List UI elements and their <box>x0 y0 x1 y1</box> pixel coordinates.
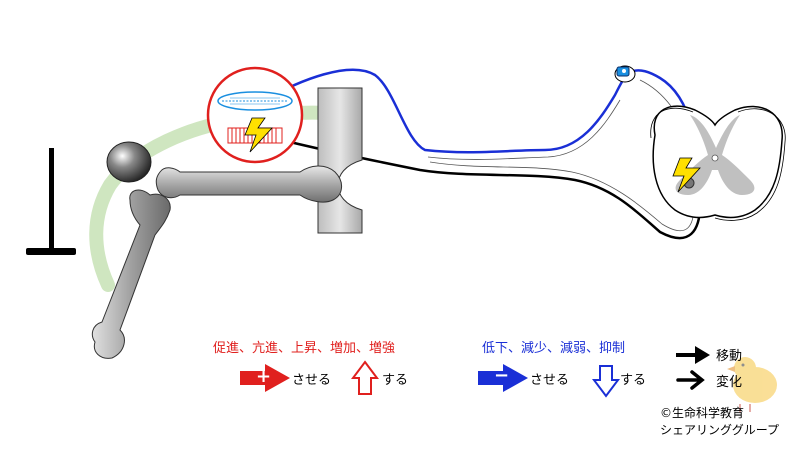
red-hollow-arrow-icon <box>351 360 379 395</box>
change-label: 変化 <box>716 375 743 390</box>
muscle-spindle-magnified <box>206 66 304 164</box>
fixed-block <box>317 87 363 234</box>
spinal-cord-icon <box>650 105 786 221</box>
credit-line-2: シェアリンググループ <box>660 423 780 437</box>
move-label: 移動 <box>716 349 743 364</box>
red-legend-label: 促進、亢進、上昇、増加、増強 <box>213 341 396 356</box>
red-hollow-caption: する <box>382 373 409 388</box>
joint-ball <box>106 141 152 183</box>
red-solid-caption: させる <box>292 373 332 388</box>
weight-stand-icon <box>26 148 76 255</box>
vertical-bone <box>91 189 171 359</box>
blue-hollow-caption: する <box>620 373 647 388</box>
horizontal-bone <box>155 165 342 203</box>
blue-solid-arrow-icon <box>478 364 528 392</box>
motor-nerve-outline <box>429 161 695 232</box>
lightning-icon <box>672 157 701 193</box>
credit-line-1: ©生命科学教育 <box>660 406 745 420</box>
blue-solid-caption: させる <box>530 373 570 388</box>
minus-sign: − <box>494 365 510 386</box>
red-solid-arrow-icon <box>240 364 290 392</box>
blue-hollow-arrow-icon <box>592 365 620 398</box>
sensory-nerve-blue <box>264 68 698 184</box>
black-change-arrow-icon <box>676 370 705 390</box>
lightning-icon <box>244 117 273 153</box>
plus-sign: + <box>256 366 272 387</box>
black-move-arrow-icon <box>676 346 710 364</box>
dorsal-root-ganglion-icon <box>614 65 636 83</box>
mascot-chick-icon <box>727 357 777 412</box>
blue-legend-label: 低下、減少、減弱、抑制 <box>482 341 626 356</box>
